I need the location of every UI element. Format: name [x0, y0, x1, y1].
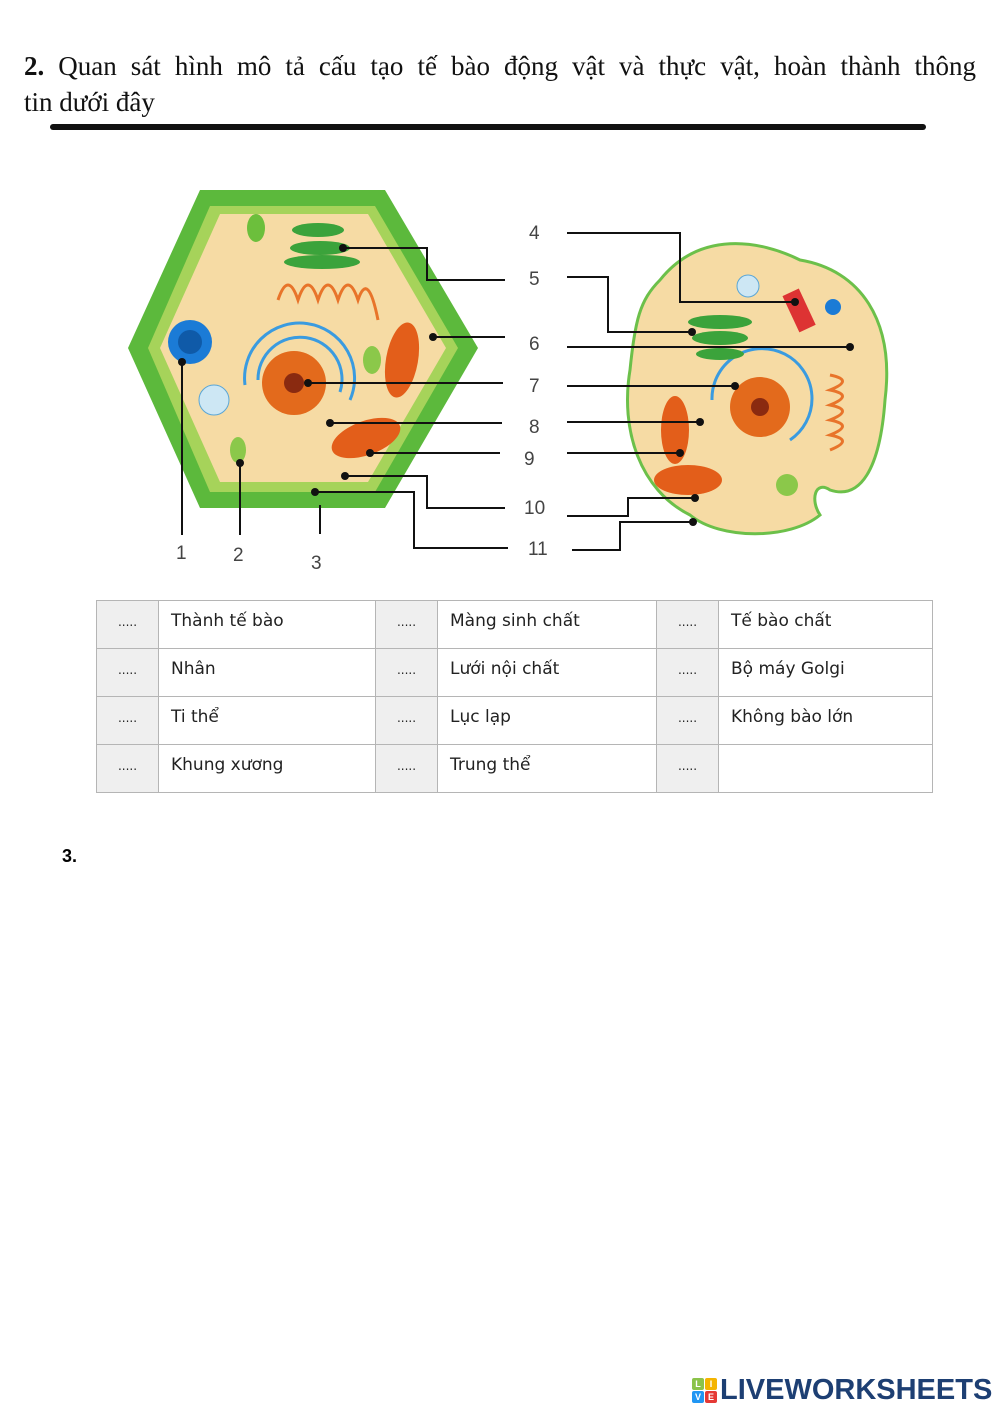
table-row: .....Ti thể.....Lục lạp.....Không bào lớ… — [96, 696, 933, 745]
term-cell: Lục lạp — [437, 696, 657, 745]
label-2: 2 — [233, 545, 244, 566]
label-10: 10 — [524, 498, 545, 519]
answer-blank[interactable]: ..... — [656, 744, 719, 793]
answer-blank[interactable]: ..... — [375, 744, 438, 793]
term-cell — [718, 744, 933, 793]
answer-blank[interactable]: ..... — [375, 600, 438, 649]
answer-blank[interactable]: ..... — [375, 696, 438, 745]
answer-blank[interactable]: ..... — [375, 648, 438, 697]
term-cell: Khung xương — [158, 744, 376, 793]
label-9: 9 — [524, 449, 535, 470]
term-cell: Không bào lớn — [718, 696, 933, 745]
answer-table: .....Thành tế bào.....Màng sinh chất....… — [96, 600, 933, 793]
question-2-text-line2: tin dưới đây — [24, 87, 155, 117]
term-cell: Ti thể — [158, 696, 376, 745]
term-cell: Trung thể — [437, 744, 657, 793]
label-8: 8 — [529, 417, 540, 438]
label-4: 4 — [529, 223, 540, 244]
question-2-text: 2. Quan sát hình mô tả cấu tạo tế bào độ… — [24, 51, 977, 81]
divider — [50, 124, 926, 130]
label-7: 7 — [529, 376, 540, 397]
answer-blank[interactable]: ..... — [656, 696, 719, 745]
answer-blank[interactable]: ..... — [96, 696, 159, 745]
table-row: .....Khung xương.....Trung thể..... — [96, 744, 933, 793]
label-1: 1 — [176, 543, 187, 564]
label-11: 11 — [528, 539, 548, 560]
leader-lines — [181, 232, 850, 551]
answer-blank[interactable]: ..... — [96, 600, 159, 649]
term-cell: Màng sinh chất — [437, 600, 657, 649]
label-6: 6 — [529, 334, 540, 355]
table-row: .....Nhân.....Lưới nội chất.....Bộ máy G… — [96, 648, 933, 697]
term-cell: Lưới nội chất — [437, 648, 657, 697]
cell-diagram: 1 2 3 4 5 6 7 8 9 10 11 — [128, 190, 889, 574]
label-5: 5 — [529, 269, 540, 290]
term-cell: Nhân — [158, 648, 376, 697]
term-cell: Tế bào chất — [718, 600, 933, 649]
answer-blank[interactable]: ..... — [96, 648, 159, 697]
table-row: .....Thành tế bào.....Màng sinh chất....… — [96, 600, 933, 649]
label-3: 3 — [311, 553, 322, 574]
animal-cell — [626, 242, 889, 536]
answer-blank[interactable]: ..... — [656, 600, 719, 649]
term-cell: Bộ máy Golgi — [718, 648, 933, 697]
term-cell: Thành tế bào — [158, 600, 376, 649]
plant-cell — [128, 190, 478, 508]
answer-blank[interactable]: ..... — [656, 648, 719, 697]
answer-blank[interactable]: ..... — [96, 744, 159, 793]
question-3-number: 3. — [62, 846, 78, 866]
